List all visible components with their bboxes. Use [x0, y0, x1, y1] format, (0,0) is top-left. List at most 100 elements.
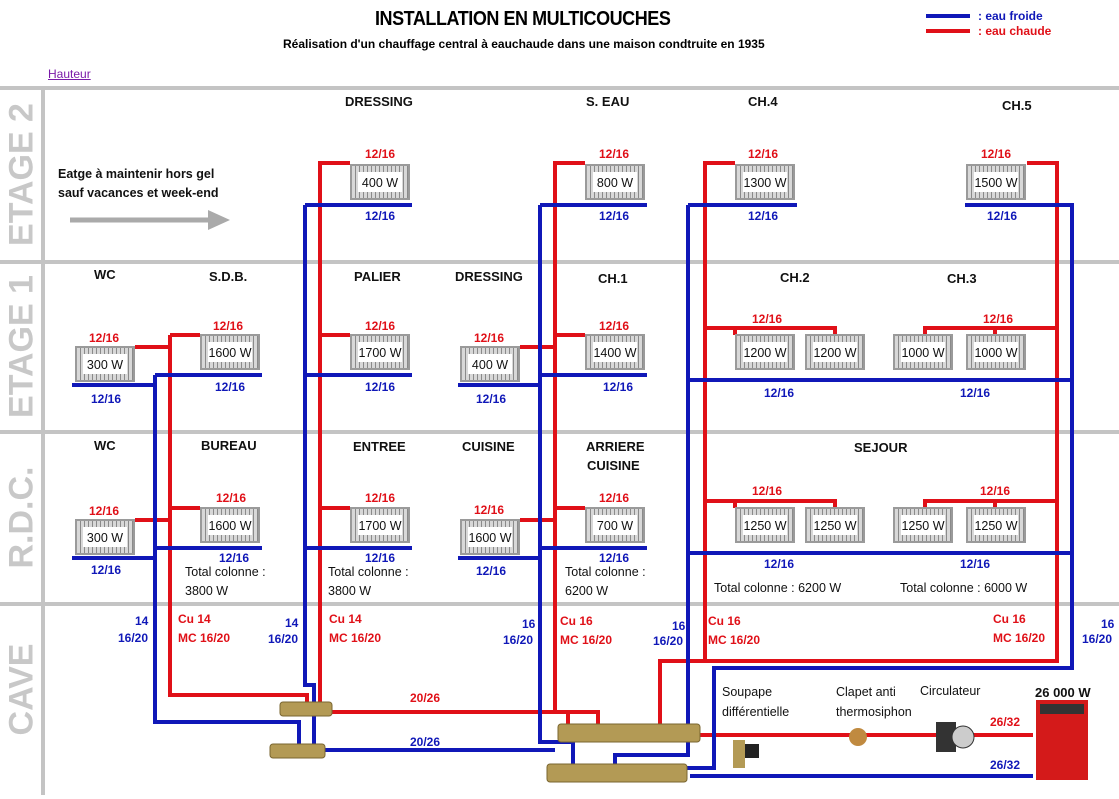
cold-size: 16/20 [118, 631, 149, 645]
room-label: CH.5 [1002, 98, 1032, 113]
valve-icon [733, 740, 759, 768]
room-label: SEJOUR [854, 440, 908, 455]
radiator: 1600 W [200, 507, 260, 543]
room-label: S.D.B. [209, 269, 248, 284]
radiator-power: 1250 W [974, 515, 1018, 535]
radiator: 1500 W [966, 164, 1026, 200]
supply-size: 12/16 [752, 484, 783, 498]
supply-size: 12/16 [89, 504, 120, 518]
room-label: ARRIERE [586, 439, 645, 454]
hot-size: Cu 14 [178, 612, 211, 626]
supply-size: 12/16 [752, 312, 783, 326]
return-size: 12/16 [960, 386, 991, 400]
supply-size: 12/16 [365, 147, 396, 161]
hot-size: MC 16/20 [560, 633, 613, 647]
radiator-power: 1200 W [813, 342, 857, 362]
hot-size: Cu 14 [329, 612, 362, 626]
radiator: 1250 W [893, 507, 953, 543]
clapet-label: Clapet anti [836, 685, 896, 699]
main-hot-size: 20/26 [410, 691, 441, 705]
radiator-power: 300 W [83, 354, 127, 374]
radiator: 1600 W [460, 519, 520, 555]
radiator-power: 1400 W [593, 342, 637, 362]
column-total-value: 6200 W [565, 584, 609, 598]
supply-size: 12/16 [981, 147, 1012, 161]
room-label: PALIER [354, 269, 401, 284]
radiator-power: 1600 W [208, 515, 252, 535]
boiler-hot-size: 26/32 [990, 715, 1021, 729]
return-size: 12/16 [764, 557, 795, 571]
cold-size: 16/20 [268, 632, 299, 646]
column-total-value: 3800 W [185, 584, 229, 598]
room-label: WC [94, 438, 116, 453]
supply-size: 12/16 [365, 319, 396, 333]
cold-size: 14 [135, 614, 149, 628]
floor-label-cave: CAVE [2, 643, 41, 736]
room-label: CUISINE [462, 439, 515, 454]
radiator: 1250 W [805, 507, 865, 543]
note-line-2: sauf vacances et week-end [58, 186, 219, 200]
room-label: DRESSING [455, 269, 523, 284]
cold-size: 16 [1101, 617, 1115, 631]
circulateur-label: Circulateur [920, 684, 981, 698]
return-size: 12/16 [215, 380, 246, 394]
hauteur-link[interactable]: Hauteur [48, 67, 91, 81]
column-total: Total colonne : 6200 W [714, 581, 842, 595]
soupape-label: différentielle [722, 705, 790, 719]
cold-size: 16/20 [1082, 632, 1113, 646]
radiator-power: 400 W [468, 354, 512, 374]
radiator: 1000 W [893, 334, 953, 370]
radiator-power: 1200 W [743, 342, 787, 362]
column-total-label: Total colonne : [328, 565, 409, 579]
return-size: 12/16 [764, 386, 795, 400]
main-cold-size: 20/26 [410, 735, 441, 749]
return-size: 12/16 [748, 209, 779, 223]
hot-size: Cu 16 [560, 614, 593, 628]
cold-size: 16 [672, 619, 686, 633]
radiator-power: 1600 W [208, 342, 252, 362]
radiator-power: 1000 W [974, 342, 1018, 362]
return-size: 12/16 [960, 557, 991, 571]
return-size: 12/16 [365, 551, 396, 565]
supply-size: 12/16 [474, 503, 505, 517]
hot-size: MC 16/20 [329, 631, 382, 645]
return-size: 12/16 [91, 563, 122, 577]
supply-size: 12/16 [748, 147, 779, 161]
radiator-power: 1600 W [468, 527, 512, 547]
radiator-power: 1250 W [901, 515, 945, 535]
hot-size: MC 16/20 [178, 631, 231, 645]
supply-size: 12/16 [599, 147, 630, 161]
room-label: CH.3 [947, 271, 977, 286]
radiator: 1250 W [735, 507, 795, 543]
room-label: S. EAU [586, 94, 630, 109]
radiator: 1200 W [735, 334, 795, 370]
page-title: INSTALLATION EN MULTICOUCHES [375, 8, 671, 30]
cold-size: 16/20 [653, 634, 684, 648]
supply-size: 12/16 [474, 331, 505, 345]
return-size: 12/16 [365, 209, 396, 223]
radiator: 1200 W [805, 334, 865, 370]
boiler-power: 26 000 W [1035, 685, 1091, 700]
radiator: 300 W [75, 519, 135, 555]
hot-size: MC 16/20 [708, 633, 761, 647]
boiler-icon [1036, 700, 1088, 780]
radiator: 1000 W [966, 334, 1026, 370]
supply-size: 12/16 [365, 491, 396, 505]
clapet-label: thermosiphon [836, 705, 912, 719]
radiator-power: 1700 W [358, 515, 402, 535]
radiator-power: 700 W [593, 515, 637, 535]
room-label: CUISINE [587, 458, 640, 473]
radiator-power: 1300 W [743, 172, 787, 192]
hot-size: MC 16/20 [993, 631, 1046, 645]
supply-size: 12/16 [983, 312, 1014, 326]
supply-size: 12/16 [599, 319, 630, 333]
radiator: 700 W [585, 507, 645, 543]
radiator-power: 300 W [83, 527, 127, 547]
floor-label-etage2: ETAGE 2 [2, 103, 41, 246]
column-total: Total colonne : 6000 W [900, 581, 1028, 595]
radiator-power: 1250 W [813, 515, 857, 535]
radiator-power: 1700 W [358, 342, 402, 362]
hot-size: Cu 16 [708, 614, 741, 628]
